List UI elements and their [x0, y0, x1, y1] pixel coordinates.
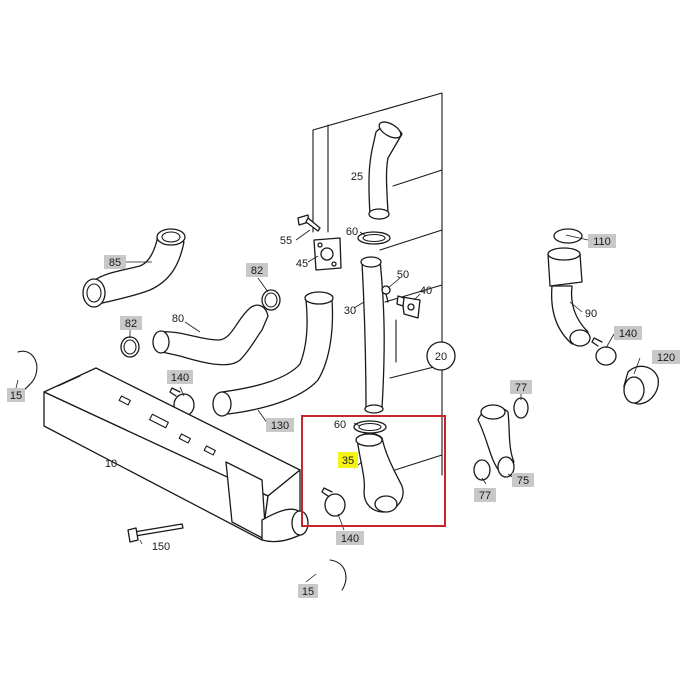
part-15-bracket-left — [17, 350, 38, 391]
part-labels: 15 85 82 82 80 140 130 10 150 55 45 60 2… — [7, 171, 680, 598]
part-75-hose — [477, 404, 515, 478]
part-82-oring-left — [120, 336, 140, 358]
part-40-sensor — [396, 295, 421, 319]
part-77-oring-top — [513, 397, 529, 419]
label-150: 150 — [152, 541, 170, 553]
label-10: 10 — [105, 458, 117, 470]
part-80-hose — [152, 304, 269, 366]
label-82-top: 82 — [251, 265, 263, 277]
label-15-left: 15 — [10, 390, 22, 402]
label-77-top: 77 — [515, 382, 527, 394]
label-50: 50 — [397, 269, 409, 281]
part-130-pipe — [212, 291, 334, 417]
label-140-a: 140 — [171, 372, 189, 384]
part-140-clamp-b — [321, 487, 346, 517]
label-15-bottom: 15 — [302, 586, 314, 598]
label-75: 75 — [517, 475, 529, 487]
label-77-bottom: 77 — [479, 490, 491, 502]
part-110-oring — [553, 228, 583, 244]
label-25: 25 — [351, 171, 363, 183]
part-10-intercooler — [43, 367, 309, 543]
part-30-vertical-pipe — [360, 256, 385, 414]
part-60-clamp-upper — [357, 231, 391, 245]
part-150-bolt — [127, 523, 184, 543]
label-60-lower: 60 — [334, 419, 346, 431]
label-20-circle — [426, 341, 456, 371]
label-35-highlighted: 35 — [342, 455, 354, 467]
part-55-bolt — [297, 214, 321, 232]
label-140-c: 140 — [619, 328, 637, 340]
part-85-bent-pipe — [82, 228, 186, 308]
label-45: 45 — [296, 258, 308, 270]
part-60-clamp-lower — [353, 420, 387, 434]
highlight-callout-box — [301, 415, 446, 527]
label-40: 40 — [420, 285, 432, 297]
part-15-bracket-bottom — [329, 559, 347, 591]
part-77-oring-bottom — [473, 459, 491, 481]
label-80: 80 — [172, 313, 184, 325]
part-45-sensor — [313, 237, 342, 271]
label-120: 120 — [657, 352, 675, 364]
label-30: 30 — [344, 305, 356, 317]
label-90: 90 — [585, 308, 597, 320]
label-130: 130 — [271, 420, 289, 432]
part-120-elbow — [623, 365, 659, 405]
part-140-clamp-c — [591, 337, 617, 366]
part-82-oring-top — [261, 289, 281, 311]
label-85: 85 — [109, 257, 121, 269]
part-35-elbow — [355, 432, 404, 513]
part-25-upper-pipe — [368, 121, 403, 220]
part-90-pipe-with-flange — [547, 247, 591, 347]
label-60-upper: 60 — [346, 226, 358, 238]
label-140-b: 140 — [341, 533, 359, 545]
label-55: 55 — [280, 235, 292, 247]
leader-lines — [15, 229, 641, 583]
label-82-left: 82 — [125, 318, 137, 330]
label-20: 20 — [435, 351, 447, 363]
label-110: 110 — [593, 236, 611, 248]
